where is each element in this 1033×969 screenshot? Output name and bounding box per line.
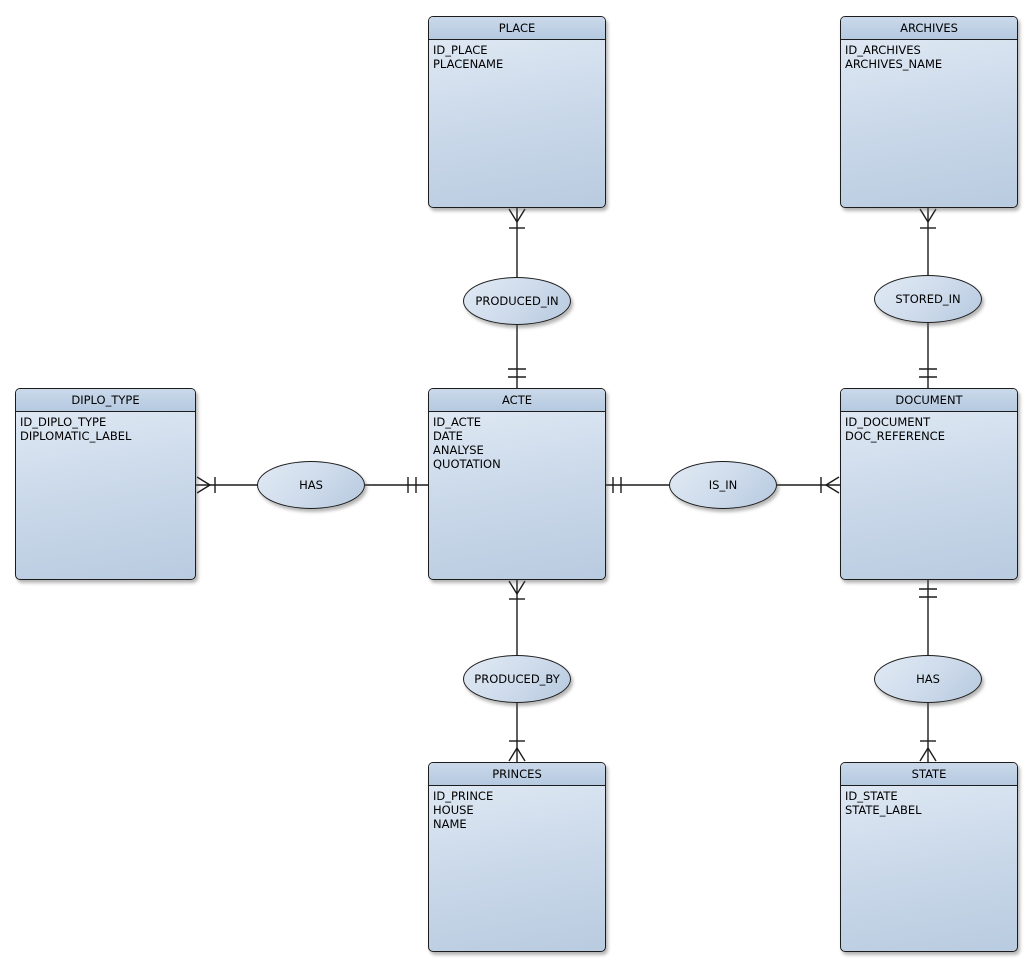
connector-acte-is_in-document (606, 476, 840, 494)
entity-acte-attributes: ID_ACTE DATE ANALYSE QUOTATION (429, 412, 605, 474)
attribute: DATE (433, 429, 463, 443)
relationship-has-diplo-type-label: HAS (299, 478, 323, 492)
relationship-has-state[interactable]: HAS (874, 655, 982, 703)
entity-document[interactable]: DOCUMENT ID_DOCUMENT DOC_REFERENCE (840, 388, 1018, 580)
relationship-stored-in-label: STORED_IN (895, 292, 961, 306)
attribute: ANALYSE (433, 443, 484, 457)
connector-document-has-state (919, 580, 937, 762)
entity-archives-title: ARCHIVES (841, 17, 1017, 40)
attribute: ID_PRINCE (433, 789, 494, 803)
entity-place-title: PLACE (429, 17, 605, 40)
connector-place-produced_in-acte (508, 208, 526, 388)
crow-foot-marker (508, 747, 526, 762)
attribute: HOUSE (433, 803, 474, 817)
entity-state[interactable]: STATE ID_STATE STATE_LABEL (840, 762, 1018, 952)
entity-acte-title: ACTE (429, 389, 605, 412)
entity-acte[interactable]: ACTE ID_ACTE DATE ANALYSE QUOTATION (428, 388, 606, 580)
entity-princes-title: PRINCES (429, 763, 605, 786)
relationship-produced-in[interactable]: PRODUCED_IN (463, 277, 571, 325)
crow-foot-marker (508, 208, 526, 223)
attribute: ID_DIPLO_TYPE (20, 415, 107, 429)
entity-princes-attributes: ID_PRINCE HOUSE NAME (429, 786, 605, 834)
entity-place-attributes: ID_PLACE PLACENAME (429, 40, 605, 74)
entity-diplo-type[interactable]: DIPLO_TYPE ID_DIPLO_TYPE DIPLOMATIC_LABE… (15, 388, 196, 580)
entity-diplo-type-attributes: ID_DIPLO_TYPE DIPLOMATIC_LABEL (16, 412, 195, 446)
attribute: DIPLOMATIC_LABEL (20, 429, 132, 443)
attribute: PLACENAME (433, 57, 504, 71)
crow-foot-marker (196, 476, 211, 494)
entity-archives[interactable]: ARCHIVES ID_ARCHIVES ARCHIVES_NAME (840, 16, 1018, 208)
crow-foot-marker (508, 580, 526, 595)
entity-document-title: DOCUMENT (841, 389, 1017, 412)
connector-acte-produced_by-princes (508, 580, 526, 762)
entity-princes[interactable]: PRINCES ID_PRINCE HOUSE NAME (428, 762, 606, 952)
attribute: ARCHIVES_NAME (845, 57, 943, 71)
crow-foot-marker (919, 747, 937, 762)
entity-place[interactable]: PLACE ID_PLACE PLACENAME (428, 16, 606, 208)
attribute: ID_ACTE (433, 415, 481, 429)
relationship-has-diplo-type[interactable]: HAS (257, 461, 365, 509)
entity-diplo-type-title: DIPLO_TYPE (16, 389, 195, 412)
relationship-produced-by-label: PRODUCED_BY (474, 672, 560, 686)
attribute: STATE_LABEL (845, 803, 922, 817)
crow-foot-marker (825, 476, 840, 494)
connector-diplo_type-has-acte (196, 476, 428, 494)
double-bar-marker (508, 368, 526, 378)
relationship-produced-in-label: PRODUCED_IN (475, 294, 559, 308)
entity-state-title: STATE (841, 763, 1017, 786)
relationship-is-in-label: IS_IN (708, 478, 738, 492)
connector-archives-stored_in-document (919, 208, 937, 388)
attribute: ID_DOCUMENT (845, 415, 931, 429)
double-bar-marker (919, 588, 937, 598)
attribute: DOC_REFERENCE (845, 429, 945, 443)
relationship-is-in[interactable]: IS_IN (669, 461, 777, 509)
entity-state-attributes: ID_STATE STATE_LABEL (841, 786, 1017, 820)
relationship-produced-by[interactable]: PRODUCED_BY (463, 655, 571, 703)
crow-foot-marker (919, 208, 937, 223)
entity-archives-attributes: ID_ARCHIVES ARCHIVES_NAME (841, 40, 1017, 74)
relationship-has-state-label: HAS (916, 672, 940, 686)
entity-document-attributes: ID_DOCUMENT DOC_REFERENCE (841, 412, 1017, 446)
attribute: ID_PLACE (433, 43, 488, 57)
double-bar-marker (612, 477, 622, 493)
attribute: ID_ARCHIVES (845, 43, 921, 57)
attribute: ID_STATE (845, 789, 898, 803)
relationship-stored-in[interactable]: STORED_IN (874, 275, 982, 323)
double-bar-marker (919, 368, 937, 378)
attribute: NAME (433, 817, 467, 831)
double-bar-marker (407, 477, 417, 493)
attribute: QUOTATION (433, 457, 501, 471)
